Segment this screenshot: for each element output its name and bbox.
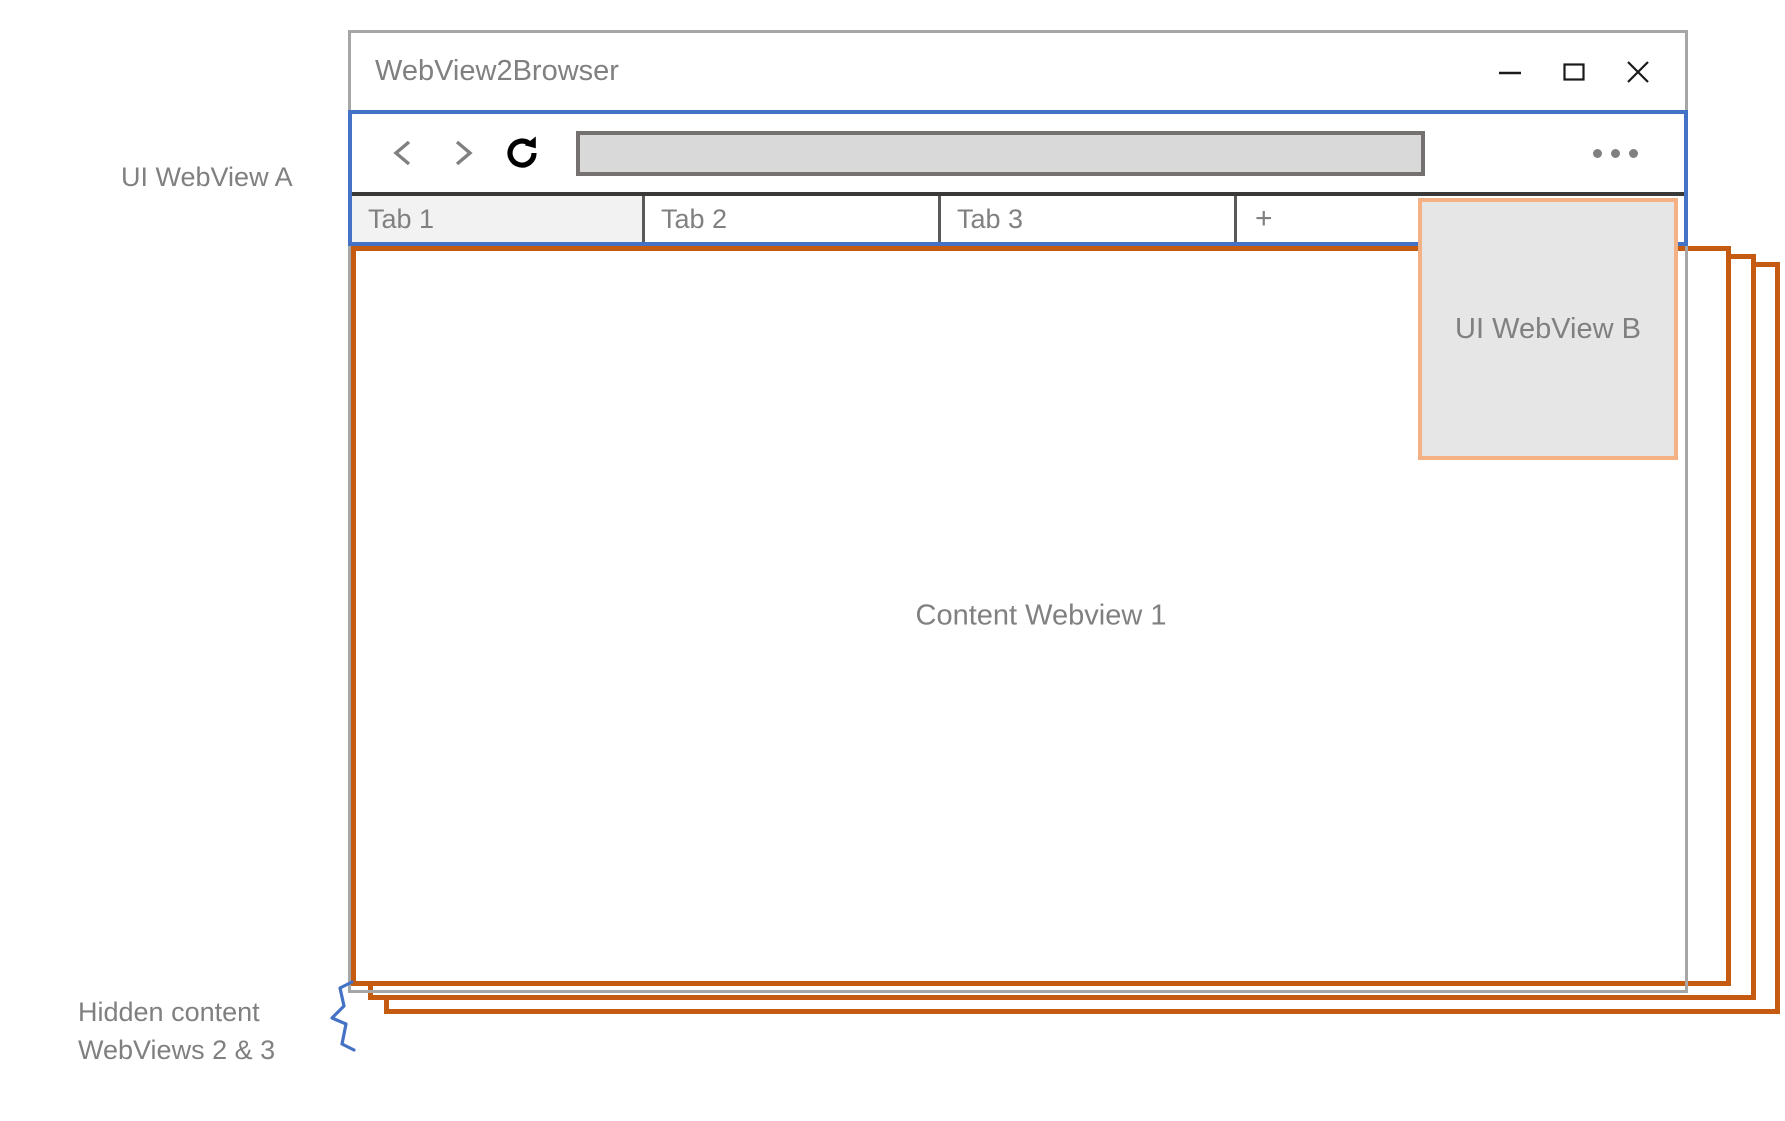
more-menu-dot-1 bbox=[1593, 148, 1602, 158]
annotation-hidden-content: Hidden content WebViews 2 & 3 bbox=[78, 993, 275, 1070]
back-icon[interactable] bbox=[382, 131, 426, 175]
content-webview-1-label: Content Webview 1 bbox=[915, 599, 1167, 632]
reload-icon[interactable] bbox=[500, 131, 544, 175]
tab-2-label: Tab 2 bbox=[661, 203, 728, 234]
tab-2[interactable]: Tab 2 bbox=[645, 196, 941, 242]
window-controls bbox=[1495, 57, 1653, 87]
tab-3-label: Tab 3 bbox=[957, 203, 1024, 234]
more-menu-dot-3 bbox=[1629, 148, 1638, 158]
forward-icon[interactable] bbox=[440, 131, 484, 175]
more-menu-icon[interactable] bbox=[1593, 133, 1638, 173]
annotation-hidden-content-line1: Hidden content bbox=[78, 997, 260, 1027]
window-title: WebView2Browser bbox=[375, 55, 619, 87]
annotation-ui-webview-a: UI WebView A bbox=[121, 162, 293, 192]
more-menu-dot-2 bbox=[1611, 148, 1620, 158]
hidden-content-brace-icon bbox=[330, 980, 356, 1052]
ui-webview-b-label: UI WebView B bbox=[1455, 312, 1641, 345]
browser-toolbar bbox=[352, 114, 1684, 192]
ui-webview-b: UI WebView B bbox=[1418, 198, 1678, 460]
new-tab-plus-icon: + bbox=[1255, 202, 1273, 235]
close-icon[interactable] bbox=[1623, 57, 1653, 87]
address-bar[interactable] bbox=[576, 130, 1425, 176]
tab-3[interactable]: Tab 3 bbox=[941, 196, 1237, 242]
tab-1[interactable]: Tab 1 bbox=[352, 196, 645, 242]
minimize-icon[interactable] bbox=[1495, 57, 1525, 87]
maximize-icon[interactable] bbox=[1559, 57, 1589, 87]
tab-1-label: Tab 1 bbox=[368, 203, 435, 234]
title-bar: WebView2Browser bbox=[348, 30, 1688, 110]
annotation-hidden-content-line2: WebViews 2 & 3 bbox=[78, 1035, 276, 1066]
